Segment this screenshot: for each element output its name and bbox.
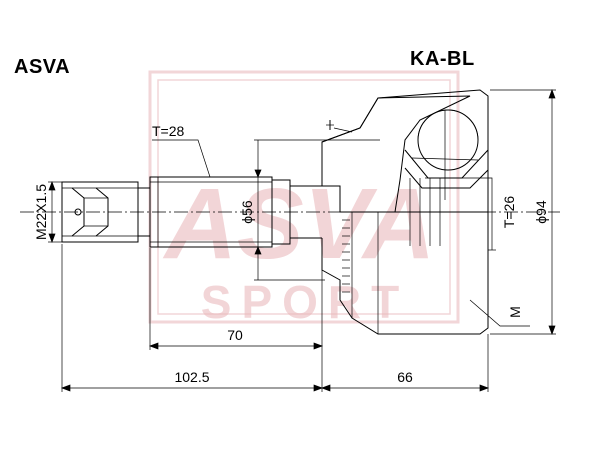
outer-diameter-label: ϕ94: [533, 200, 549, 224]
m-label: M: [507, 306, 523, 318]
thread-label: M22X1.5: [33, 184, 49, 240]
teeth-inner-label: T=26: [501, 196, 517, 229]
watermark-top-text: ASVA: [162, 168, 435, 280]
length-102-label: 102.5: [174, 369, 209, 385]
length-66-label: 66: [397, 369, 413, 385]
dimension-lines: [48, 89, 556, 392]
length-70-label: 70: [227, 327, 243, 343]
part-number-label: KA-BL: [410, 48, 475, 70]
watermark-bottom-text: SPORT: [201, 276, 409, 328]
bell-housing: [321, 89, 489, 335]
watermark: ASVA SPORT: [148, 70, 460, 328]
dimension-labels: M22X1.5 T=28 ϕ56 T=26 ϕ94 M 70 102.5 66: [33, 123, 549, 385]
shaft-diameter-label: ϕ56: [239, 200, 255, 224]
teeth-outer-label: T=28: [152, 123, 185, 139]
splined-shaft: [149, 176, 322, 248]
brand-label: ASVA: [14, 56, 71, 78]
